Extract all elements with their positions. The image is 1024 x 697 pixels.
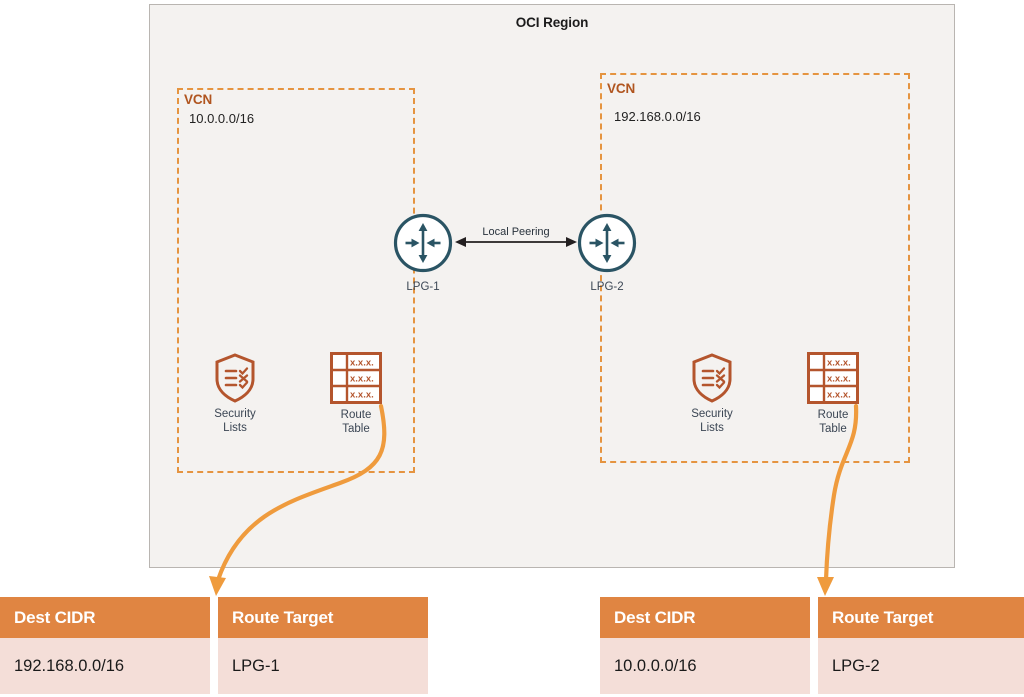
local-peering-label: Local Peering (482, 226, 550, 238)
route-table-caption: Route Table (790, 409, 876, 436)
route-table-right-col-dest: Dest CIDR 10.0.0.0/16 (600, 597, 810, 694)
local-peering-arrow (455, 237, 577, 247)
svg-text:x.x.x.: x.x.x. (827, 390, 851, 401)
security-lists-caption: Security Lists (669, 408, 755, 435)
route-table-right-header-dest-cidr: Dest CIDR (600, 597, 810, 638)
route-table-left-cell-dest-cidr: 192.168.0.0/16 (0, 638, 210, 694)
security-lists-caption-line2: Lists (700, 421, 724, 434)
security-lists-group-right[interactable]: Security Lists (669, 352, 755, 435)
vcn-cidr-right: 192.168.0.0/16 (614, 109, 701, 124)
shield-icon (215, 353, 255, 403)
route-table-left-col-target: Route Target LPG-1 (218, 597, 428, 694)
route-table-right-cell-route-target: LPG-2 (818, 638, 1024, 694)
route-table-left: Dest CIDR 192.168.0.0/16 Route Target LP… (0, 597, 428, 694)
route-table-icon: x.x.x. x.x.x. x.x.x. (330, 352, 382, 404)
security-lists-group-left[interactable]: Security Lists (192, 352, 278, 435)
route-table-right-header-route-target: Route Target (818, 597, 1024, 638)
route-table-left-header-dest-cidr: Dest CIDR (0, 597, 210, 638)
route-table-left-col-dest: Dest CIDR 192.168.0.0/16 (0, 597, 210, 694)
route-table-icon: x.x.x. x.x.x. x.x.x. (807, 352, 859, 404)
route-table-right-cell-dest-cidr: 10.0.0.0/16 (600, 638, 810, 694)
route-table-caption-line1: Route (817, 409, 849, 421)
route-table-caption-line1: Route (340, 409, 372, 421)
gateway-label-lpg-1: LPG-1 (406, 281, 440, 293)
security-lists-caption-line2: Lists (223, 421, 247, 434)
route-table-right-column-gap (810, 597, 824, 694)
route-table-right: Dest CIDR 10.0.0.0/16 Route Target LPG-2 (600, 597, 1024, 694)
security-lists-caption-line1: Security (214, 408, 256, 420)
vcn-cidr-left: 10.0.0.0/16 (189, 111, 255, 126)
svg-text:x.x.x.: x.x.x. (827, 374, 851, 385)
route-table-left-cell-route-target: LPG-1 (218, 638, 428, 694)
route-table-left-column-gap (210, 597, 224, 694)
route-table-group-right[interactable]: x.x.x. x.x.x. x.x.x. Route Table (790, 351, 876, 436)
route-table-right-col-target: Route Target LPG-2 (818, 597, 1024, 694)
security-lists-caption: Security Lists (192, 408, 278, 435)
vcn-label-left: VCN (184, 92, 213, 107)
svg-text:x.x.x.: x.x.x. (827, 358, 851, 369)
local-peering-gateway-icon-1[interactable] (392, 212, 454, 274)
vcn-label-right: VCN (607, 81, 636, 96)
connector-left-arrowhead (209, 576, 226, 596)
security-lists-caption-line1: Security (691, 408, 733, 420)
route-table-left-header-route-target: Route Target (218, 597, 428, 638)
local-peering-gateway-icon-2[interactable] (576, 212, 638, 274)
svg-text:x.x.x.: x.x.x. (350, 374, 374, 385)
svg-text:x.x.x.: x.x.x. (350, 358, 374, 369)
connector-right-arrowhead (817, 577, 834, 596)
svg-text:x.x.x.: x.x.x. (350, 390, 374, 401)
oci-region-title: OCI Region (515, 15, 589, 30)
route-table-caption-line2: Table (342, 422, 370, 435)
route-table-caption: Route Table (313, 409, 399, 436)
route-table-caption-line2: Table (819, 422, 847, 435)
gateway-label-lpg-2: LPG-2 (590, 281, 624, 293)
shield-icon (692, 353, 732, 403)
route-table-group-left[interactable]: x.x.x. x.x.x. x.x.x. Route Table (313, 351, 399, 436)
